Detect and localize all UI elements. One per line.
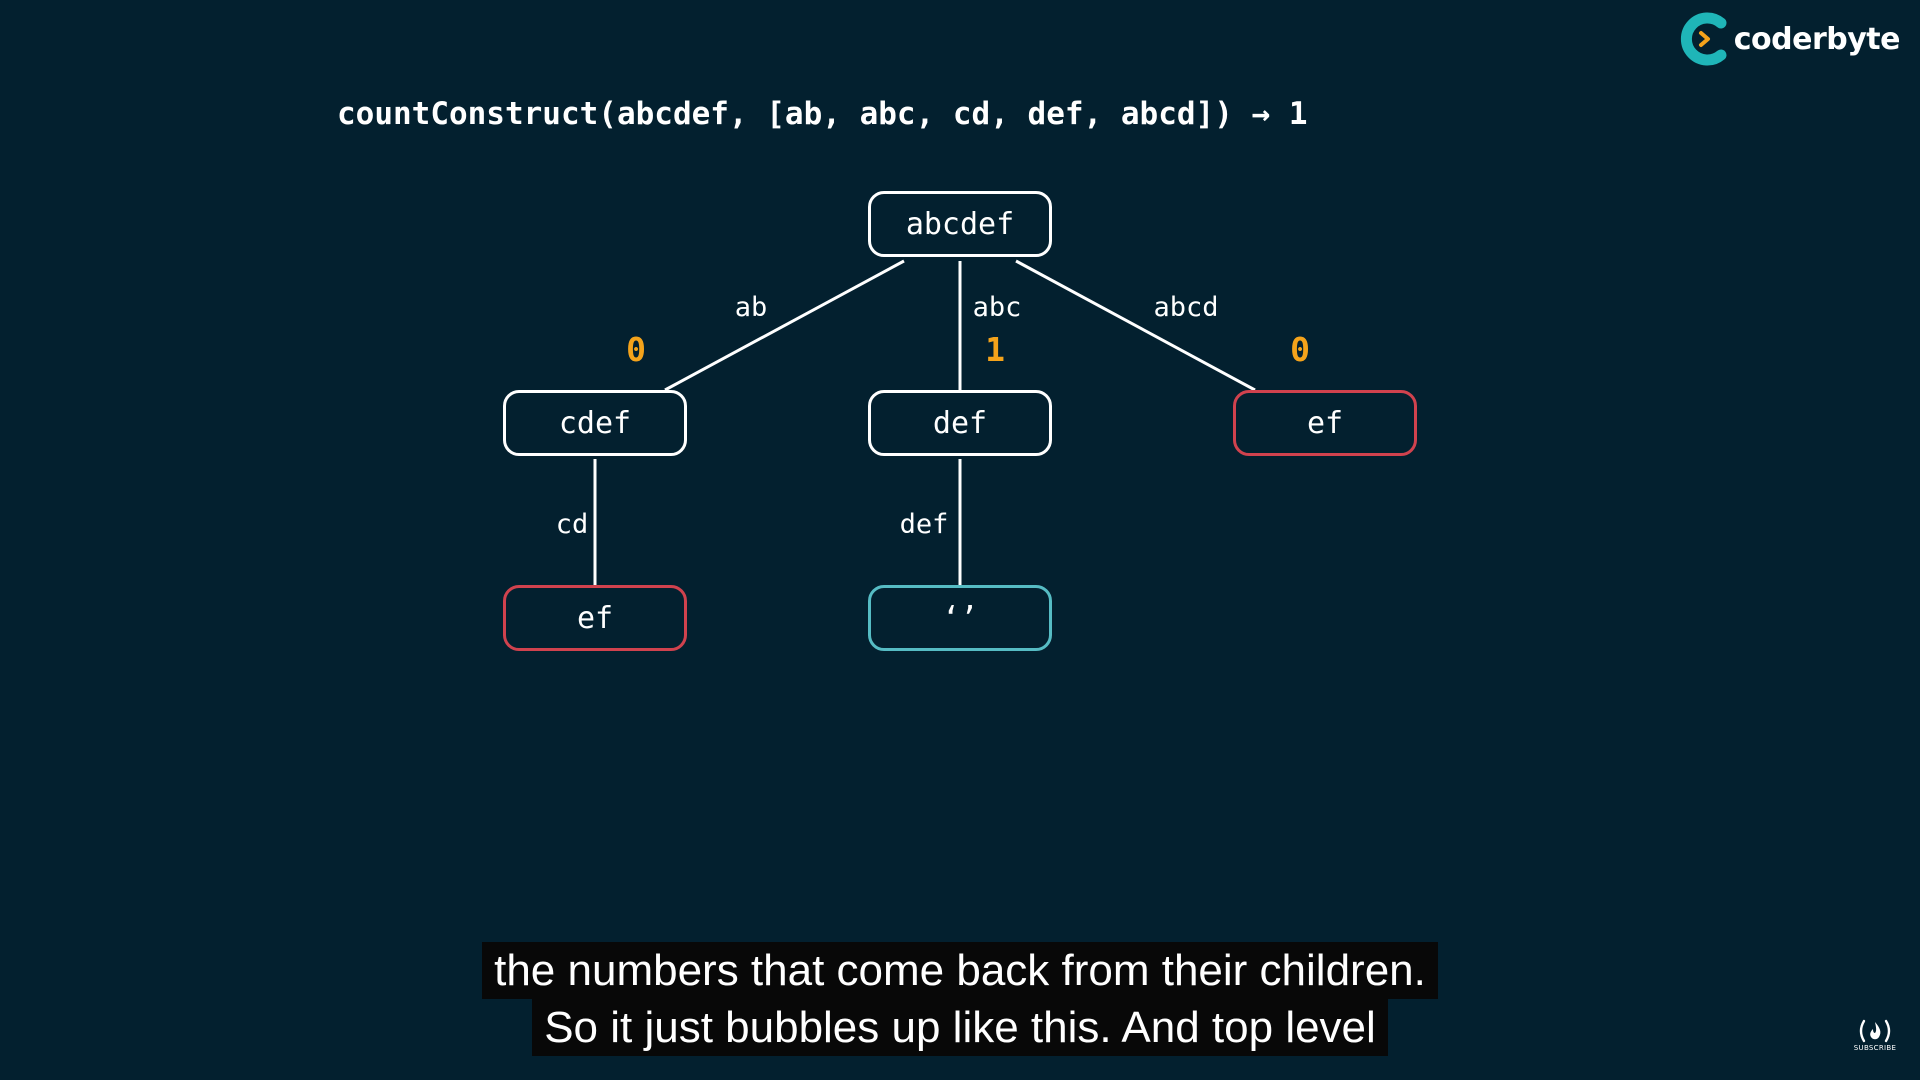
brand-name: coderbyte xyxy=(1733,21,1901,57)
edge-label-abc: abc xyxy=(972,292,1022,323)
edge-label-abcd: abcd xyxy=(1153,292,1219,323)
tree-node-root: abcdef xyxy=(868,191,1052,257)
tree-node-empty-string: ‘’ xyxy=(868,585,1052,651)
video-captions: the numbers that come back from their ch… xyxy=(0,942,1920,1056)
edge-label-ab: ab xyxy=(734,292,768,323)
tree-node-ef-left: ef xyxy=(503,585,687,651)
brand-logo: coderbyte xyxy=(1678,12,1901,66)
caption-line-1: the numbers that come back from their ch… xyxy=(482,942,1438,999)
tree-node-def: def xyxy=(868,390,1052,456)
edge-line-ab xyxy=(664,259,905,392)
caption-line-2: So it just bubbles up like this. And top… xyxy=(532,999,1388,1056)
count-cdef: 0 xyxy=(626,330,646,369)
subscribe-badge[interactable]: SUBSCRIBE xyxy=(1852,1018,1898,1052)
edge-label-def: def xyxy=(899,509,949,540)
edge-line-abcd xyxy=(1015,259,1256,392)
count-ef-right: 0 xyxy=(1290,330,1310,369)
formula-heading: countConstruct(abcdef, [ab, abc, cd, def… xyxy=(337,96,1308,132)
tree-node-ef-right: ef xyxy=(1233,390,1417,456)
subscribe-label: SUBSCRIBE xyxy=(1853,1044,1897,1052)
count-def: 1 xyxy=(985,330,1005,369)
freecodecamp-flame-icon xyxy=(1859,1019,1891,1043)
edge-label-cd: cd xyxy=(555,509,589,540)
tree-node-cdef: cdef xyxy=(503,390,687,456)
coderbyte-logo-icon xyxy=(1680,12,1727,66)
